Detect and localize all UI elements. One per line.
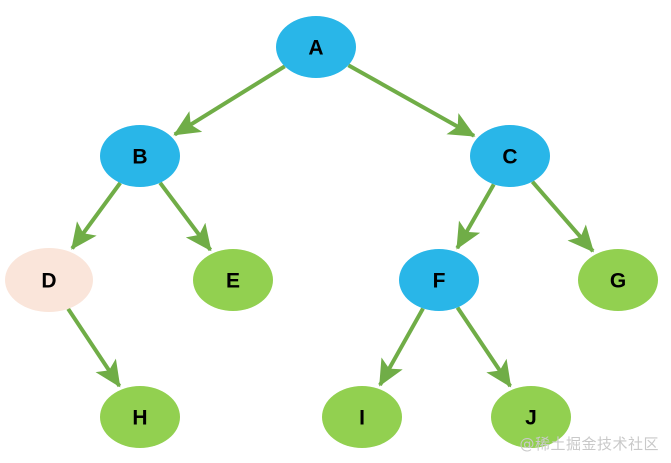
- tree-node-g[interactable]: G: [578, 249, 658, 311]
- tree-node-f[interactable]: F: [399, 249, 479, 311]
- node-shape-g[interactable]: [578, 249, 658, 311]
- tree-node-b[interactable]: B: [100, 125, 180, 187]
- node-shape-b[interactable]: [100, 125, 180, 187]
- tree-node-a[interactable]: A: [276, 16, 356, 78]
- node-shape-h[interactable]: [100, 386, 180, 448]
- node-shape-a[interactable]: [276, 16, 356, 78]
- tree-edge-c-g: [530, 180, 595, 253]
- tree-edge-f-j: [455, 306, 512, 388]
- tree-edge-b-e: [158, 181, 213, 252]
- tree-node-i[interactable]: I: [322, 386, 402, 448]
- tree-node-c[interactable]: C: [470, 125, 550, 187]
- node-shape-f[interactable]: [399, 249, 479, 311]
- tree-edge-b-d: [70, 181, 122, 250]
- tree-edge-c-f: [455, 183, 496, 250]
- node-shape-i[interactable]: [322, 386, 402, 448]
- node-shape-c[interactable]: [470, 125, 550, 187]
- edges-layer: [66, 63, 595, 388]
- tree-edge-a-c: [347, 63, 476, 138]
- tree-edge-d-h: [66, 307, 122, 388]
- tree-edge-a-b: [173, 64, 286, 137]
- tree-node-e[interactable]: E: [193, 249, 273, 311]
- tree-node-h[interactable]: H: [100, 386, 180, 448]
- node-shape-d[interactable]: [5, 248, 93, 312]
- watermark-text: @稀土掘金技术社区: [519, 435, 659, 453]
- node-shape-e[interactable]: [193, 249, 273, 311]
- tree-edge-f-i: [378, 307, 425, 387]
- node-shape-j[interactable]: [491, 386, 571, 448]
- tree-node-d[interactable]: D: [5, 248, 93, 312]
